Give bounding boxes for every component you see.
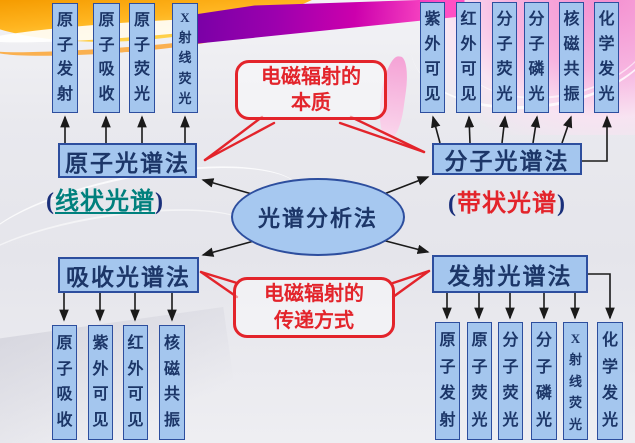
box-atomic-spectroscopy: 原子光谱法 xyxy=(58,143,197,178)
callout-em-radiation-transfer: 电磁辐射的 传递方式 xyxy=(233,277,395,338)
node-atomic-fluorescence: 原子荧光 xyxy=(129,3,155,113)
label-paren: ( xyxy=(448,191,457,217)
node-nmr: 核磁共振 xyxy=(559,2,584,113)
node-atomic-absorption: 原子吸收 xyxy=(93,3,120,113)
center-ellipse-spectral-analysis: 光谱分析法 xyxy=(231,178,405,256)
box-emission-spectroscopy: 发射光谱法 xyxy=(432,255,588,293)
node-molecular-fluorescence-2: 分子荧光 xyxy=(498,322,523,440)
callout-line: 传递方式 xyxy=(274,309,354,332)
label-line-spectrum: (线状光谱) xyxy=(25,181,185,216)
node-uv-visible-2: 紫外可见 xyxy=(88,325,113,440)
label-band-spectrum: (带状光谱) xyxy=(437,183,577,218)
label-paren: ) xyxy=(557,191,566,217)
label-line-spectrum-text: 线状光谱 xyxy=(55,189,155,215)
node-ir-visible: 红外可见 xyxy=(456,2,481,113)
callout-line: 本质 xyxy=(291,92,331,114)
callout-line: 电磁辐射的 xyxy=(264,283,364,306)
label-paren: ) xyxy=(155,189,164,215)
callout-line: 电磁辐射的 xyxy=(261,65,361,88)
node-atomic-absorption-2: 原子吸收 xyxy=(52,325,77,440)
label-paren: ( xyxy=(46,189,55,215)
node-uv-visible: 紫外可见 xyxy=(420,2,445,113)
node-nmr-2: 核磁共振 xyxy=(159,325,185,440)
label-band-spectrum-text: 带状光谱 xyxy=(457,191,557,217)
box-molecular-spectroscopy: 分子光谱法 xyxy=(432,143,582,175)
callout-em-radiation-nature: 电磁辐射的 本质 xyxy=(235,60,387,120)
node-molecular-fluorescence: 分子荧光 xyxy=(492,2,517,113)
node-chemiluminescence-2: 化学发光 xyxy=(597,322,623,440)
node-ir-visible-2: 红外可见 xyxy=(123,325,148,440)
node-chemiluminescence: 化学发光 xyxy=(594,2,619,113)
node-atomic-emission-2: 原子发射 xyxy=(435,322,460,440)
box-absorption-spectroscopy: 吸收光谱法 xyxy=(58,257,199,293)
node-atomic-emission: 原子发射 xyxy=(52,3,78,113)
node-molecular-phosphorescence-2: 分子磷光 xyxy=(531,322,557,440)
node-molecular-phosphorescence: 分子磷光 xyxy=(524,2,549,113)
node-atomic-fluorescence-2: 原子荧光 xyxy=(467,322,492,440)
